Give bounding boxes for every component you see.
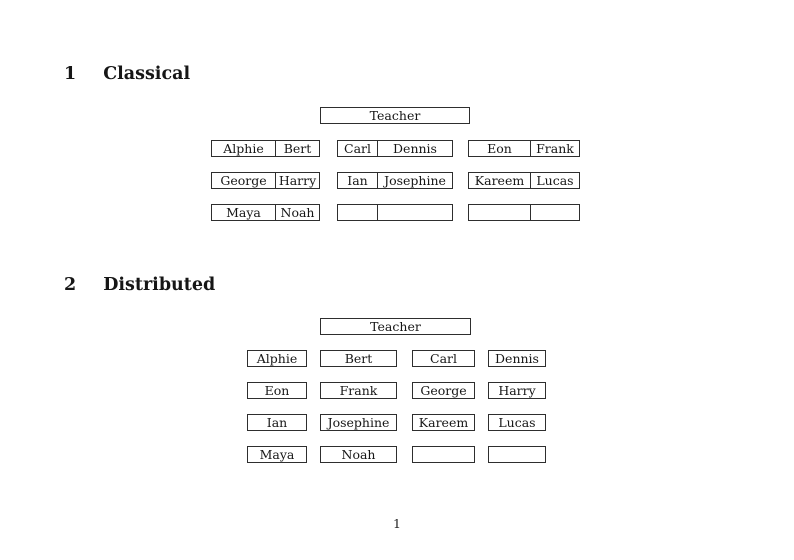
desk [337, 204, 453, 221]
desk [468, 204, 580, 221]
seat-cell: George [212, 173, 276, 188]
seat-cell: Josephine [384, 173, 446, 188]
desk: Alphie [247, 350, 307, 367]
seat-cell: Alphie [212, 141, 276, 156]
seat-cell: Dennis [393, 141, 437, 156]
seat-cell [338, 205, 378, 220]
section-title: Classical [103, 64, 191, 84]
desk: Kareem Lucas [468, 172, 580, 189]
section-title: Distributed [103, 275, 216, 295]
desk: Carl Dennis [337, 140, 453, 157]
desk: Noah [320, 446, 397, 463]
desk: Frank [320, 382, 397, 399]
desk: Harry [488, 382, 546, 399]
desk: Lucas [488, 414, 546, 431]
seat-cell: Harry [278, 173, 317, 188]
seat-cell: Carl [338, 141, 378, 156]
desk: Ian Josephine [337, 172, 453, 189]
section-heading-classical: 1 Classical [64, 64, 190, 84]
seat-cell: Maya [212, 205, 276, 220]
desk: Eon Frank [468, 140, 580, 157]
desk: George [412, 382, 475, 399]
seat-cell: Eon [469, 141, 531, 156]
seat-cell: Noah [280, 205, 315, 220]
desk: Carl [412, 350, 475, 367]
seat-cell: Frank [536, 141, 574, 156]
desk: Kareem [412, 414, 475, 431]
seat-cell: Ian [338, 173, 378, 188]
desk: Maya Noah [211, 204, 320, 221]
section-heading-distributed: 2 Distributed [64, 275, 215, 295]
desk: Alphie Bert [211, 140, 320, 157]
desk [412, 446, 475, 463]
seat-cell: Bert [283, 141, 312, 156]
seat-cell [531, 205, 579, 220]
seat-cell [469, 205, 531, 220]
desk: Eon [247, 382, 307, 399]
desk: Bert [320, 350, 397, 367]
seat-cell [378, 205, 452, 220]
teacher-box: Teacher [320, 318, 471, 335]
section-number: 2 [64, 275, 77, 295]
page-number: 1 [393, 516, 401, 531]
seat-cell: Lucas [536, 173, 574, 188]
desk: Dennis [488, 350, 546, 367]
desk [488, 446, 546, 463]
section-number: 1 [64, 64, 77, 84]
teacher-box: Teacher [320, 107, 470, 124]
desk: Ian [247, 414, 307, 431]
desk: Josephine [320, 414, 397, 431]
seat-cell: Kareem [469, 173, 531, 188]
desk: George Harry [211, 172, 320, 189]
desk: Maya [247, 446, 307, 463]
